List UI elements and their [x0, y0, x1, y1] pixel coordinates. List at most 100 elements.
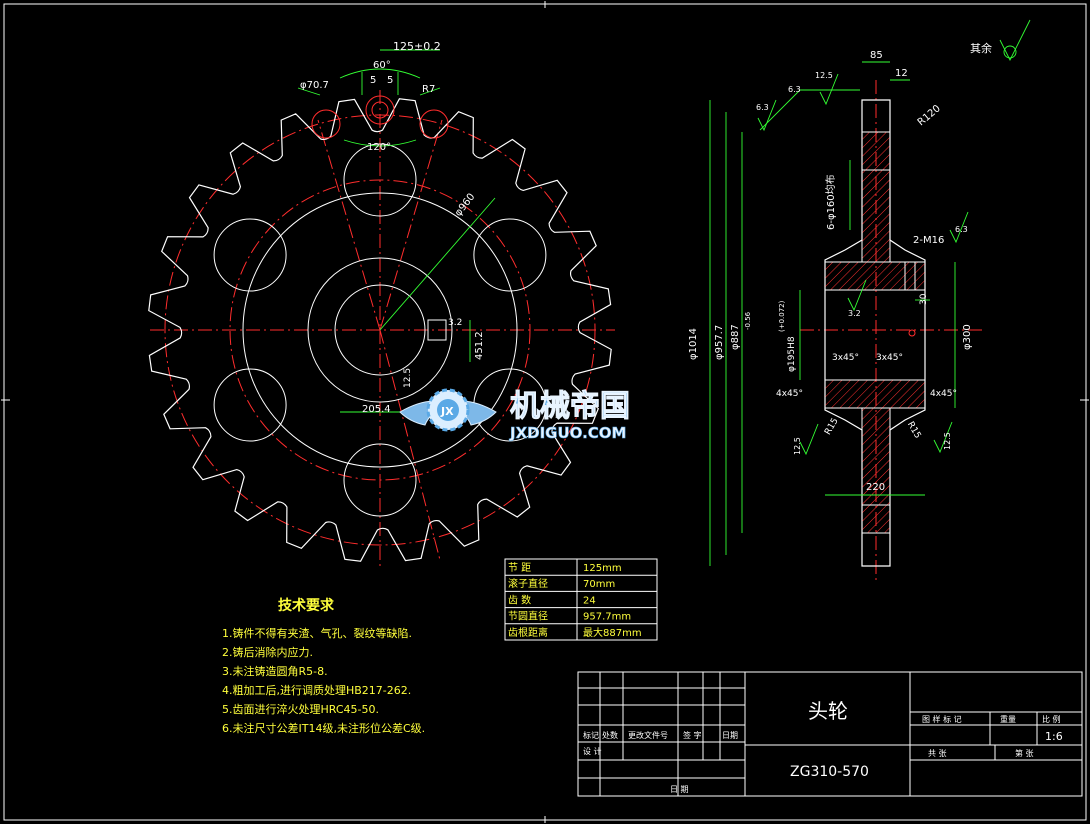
- section-outline: [824, 99, 926, 567]
- tech-requirement-item: 1.铸件不得有夹渣、气孔、裂纹等缺陷.: [222, 626, 412, 640]
- dim-451: 451.2: [474, 331, 485, 360]
- ra-6-3-b: 6.3: [788, 85, 801, 94]
- ra-12-5-b: 12.5: [943, 432, 952, 450]
- chamfer-1: 3x45°: [832, 353, 859, 363]
- spec-value: 70mm: [583, 579, 615, 590]
- spec-label: 齿根距离: [508, 626, 548, 639]
- dim-r7: R7: [422, 84, 435, 95]
- cell-bili: 比 例: [1042, 714, 1061, 724]
- spec-value: 24: [583, 595, 596, 606]
- chamfer-2: 3x45°: [876, 353, 903, 363]
- hatch-web-bottom: [861, 407, 891, 506]
- spec-value: 125mm: [583, 563, 622, 574]
- sprocket-tooth-outline: [148, 98, 612, 562]
- side-dimensions: [709, 61, 956, 566]
- tech-requirement-item: 3.未注铸造圆角R5-8.: [222, 664, 328, 678]
- dim-angle-60: 60°: [373, 60, 391, 71]
- lightening-hole: [213, 218, 287, 292]
- chamfer-4: 4x45°: [930, 389, 957, 399]
- cell-zhongliang: 重量: [1000, 714, 1016, 724]
- tech-requirement-item: 2.铸后消除内应力.: [222, 645, 313, 659]
- hatch-rim-top: [861, 131, 891, 171]
- dim-85: 85: [870, 50, 883, 61]
- dim-d887: φ887: [730, 324, 741, 350]
- drawing-number: ZG310-570: [790, 764, 869, 780]
- spec-value: 最大887mm: [583, 626, 642, 639]
- dim-five-right: 5: [387, 75, 393, 86]
- dim-12-5: 12.5: [403, 368, 413, 388]
- lightening-holes: [213, 143, 547, 517]
- dim-m16: 2-M16: [913, 235, 944, 246]
- ra-12-5-a: 12.5: [793, 437, 802, 455]
- dim-d1014: φ1014: [688, 328, 699, 360]
- ra-6-3-c: 6.3: [955, 225, 968, 234]
- spec-label: 滚子直径: [508, 577, 548, 590]
- cell-biaoji: 标记: [583, 730, 599, 740]
- lightening-hole: [343, 143, 417, 217]
- lightening-hole: [213, 368, 287, 442]
- title-block-text: 头轮 ZG310-570 1:6 标记 处数 更改文件号 签 字 日期 设 计 …: [583, 699, 1063, 794]
- tech-requirement-item: 4.粗加工后,进行调质处理HB217-262.: [222, 684, 411, 697]
- dim-12-5-top: 12.5: [815, 71, 833, 80]
- hatch-hub-bottom: [824, 379, 926, 409]
- cell-qianzi: 签 字: [683, 730, 702, 740]
- tech-requirement-item: 5.齿面进行淬火处理HRC45-50.: [222, 702, 379, 716]
- r15-right: R15: [905, 420, 923, 440]
- dim-pitch: 125±0.2: [393, 40, 441, 53]
- dim-220: 220: [866, 482, 885, 493]
- svg-text:JX: JX: [440, 405, 454, 418]
- dim-d887-tol: -0.56: [744, 311, 752, 330]
- part-name: 头轮: [808, 699, 848, 723]
- hatch-rim-bottom: [861, 504, 891, 534]
- spec-label: 节圆直径: [508, 610, 548, 623]
- dim-205: 205.4: [362, 404, 391, 415]
- tech-title: 技术要求: [278, 597, 335, 614]
- cell-riqi-bottom: 日 期: [670, 785, 689, 794]
- dim-d300: φ300: [962, 324, 973, 350]
- dim-r120: R120: [916, 103, 943, 128]
- r15-left: R15: [823, 416, 841, 436]
- dim-holes: 6-φ160均布: [825, 174, 837, 230]
- roughness-symbols: [757, 19, 1031, 456]
- cell-di: 第 张: [1015, 748, 1034, 758]
- watermark-logo: JX 机械帝国 JXDIGUO.COM: [399, 388, 631, 442]
- title-block: [577, 671, 1083, 797]
- dim-d195: φ195H8: [787, 336, 797, 372]
- dim-five-left: 5: [370, 75, 376, 86]
- rest-note: 其余: [970, 41, 992, 55]
- front-view-sprocket: 125±0.2 60° 5 5 φ70.7 R7 120° φ960 205.4…: [148, 40, 615, 570]
- dim-30: 30: [919, 293, 929, 305]
- spec-table: 节 距 125mm 滚子直径 70mm 齿 数 24 节圆直径 957.7mm 齿根距离 最大88…: [504, 558, 658, 641]
- tech-requirement-item: 6.未注尺寸公差IT14级,未注形位公差C级.: [222, 721, 425, 735]
- lightening-hole: [343, 443, 417, 517]
- ra-6-3-a: 6.3: [756, 103, 769, 112]
- dim-d957: φ957.7: [714, 325, 725, 360]
- cell-sheji: 设 计: [583, 746, 602, 756]
- tech-requirements: 技术要求 1.铸件不得有夹渣、气孔、裂纹等缺陷. 2.铸后消除内应力. 3.未注铸造…: [222, 597, 425, 735]
- cell-gong: 共 张: [928, 749, 947, 758]
- watermark-url: JXDIGUO.COM: [509, 424, 626, 442]
- cell-chushu: 处数: [602, 730, 618, 740]
- cell-fenqu: 更改文件号: [628, 730, 668, 740]
- spec-label: 节 距: [508, 562, 531, 574]
- ra-3-2: 3.2: [848, 309, 861, 318]
- chamfer-3: 4x45°: [776, 389, 803, 399]
- dim-angle-120: 120°: [367, 142, 391, 153]
- lightening-hole: [473, 218, 547, 292]
- dim-3-2: 3.2: [448, 318, 462, 328]
- bore-circle: [334, 284, 426, 376]
- hatch-hub-top: [824, 261, 926, 291]
- dim-diameter-960: φ960: [453, 192, 477, 219]
- gear-wings-icon: JX: [399, 388, 497, 432]
- cell-tuyang: 图 样 标 记: [922, 714, 962, 724]
- spec-label: 齿 数: [508, 593, 531, 606]
- scale-value: 1:6: [1045, 730, 1063, 743]
- dim-d195-tol: (+0.072): [778, 300, 786, 332]
- spec-value: 957.7mm: [583, 612, 631, 623]
- cell-riqi: 日期: [722, 731, 738, 740]
- side-view-section: 85 12 12.5 R120 φ1014 φ957.7 φ887 -0.56 …: [688, 19, 1031, 580]
- dim-roller-diameter: φ70.7: [300, 80, 329, 91]
- hatch-web-top: [861, 169, 891, 263]
